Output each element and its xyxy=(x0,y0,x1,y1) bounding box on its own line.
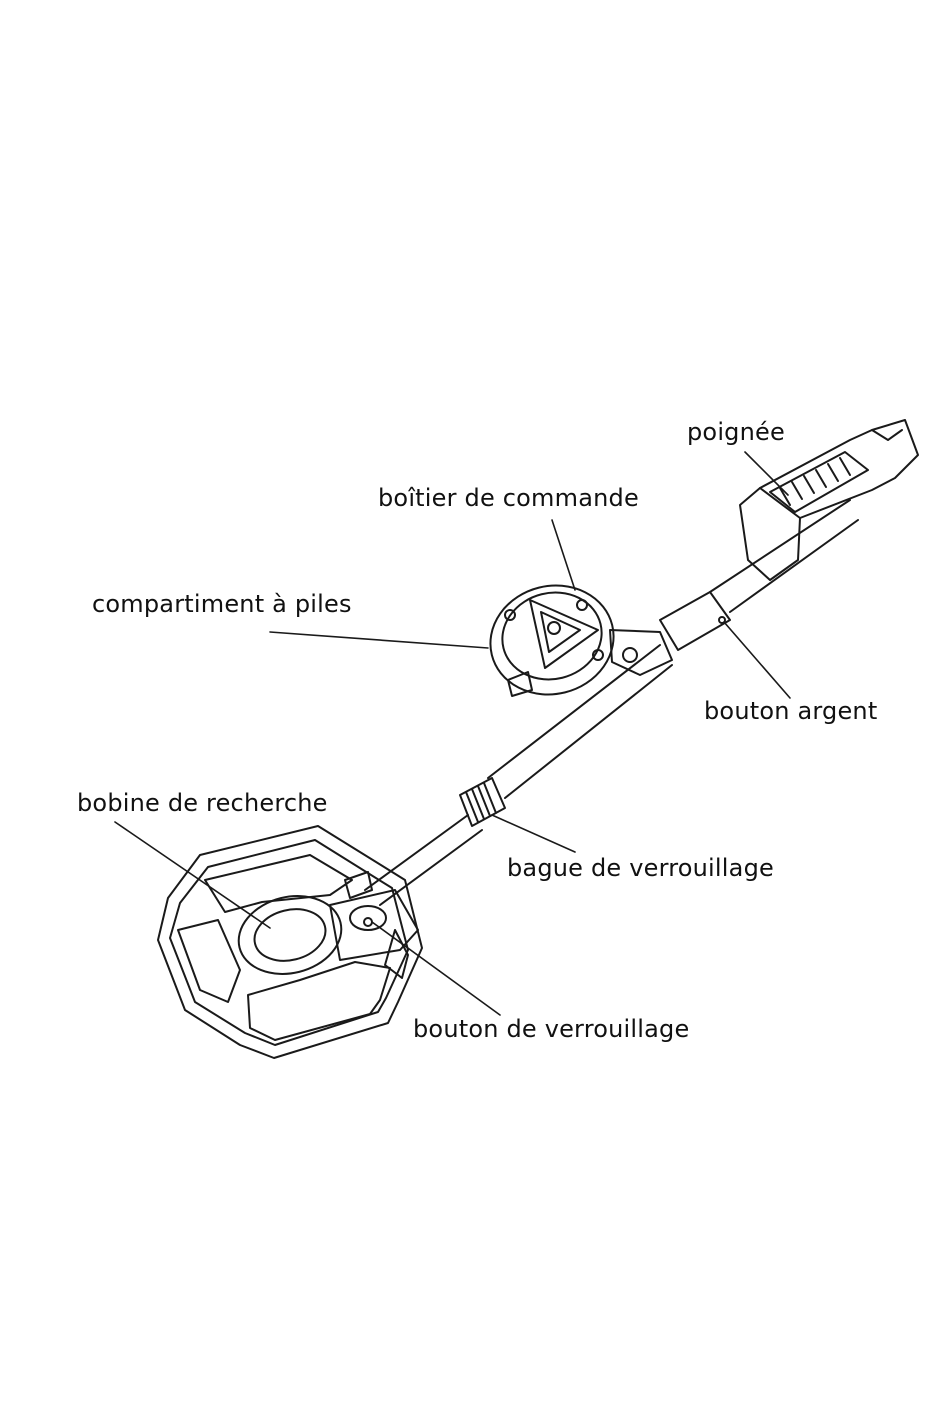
leader-silver-button xyxy=(724,622,790,698)
leader-control-box xyxy=(552,520,575,590)
upper-shaft xyxy=(660,500,858,650)
label-battery-compartment: compartiment à piles xyxy=(92,590,352,618)
control-box-body xyxy=(479,573,625,708)
search-coil-plate xyxy=(158,826,422,1058)
label-search-coil: bobine de recherche xyxy=(77,789,328,817)
label-locking-ring: bague de verrouillage xyxy=(507,854,774,882)
leader-battery xyxy=(270,632,488,648)
locking-ring-body xyxy=(460,778,505,826)
label-silver-button: bouton argent xyxy=(704,697,877,725)
lower-shaft xyxy=(365,815,482,905)
label-locking-button: bouton de verrouillage xyxy=(413,1015,689,1043)
label-handle: poignée xyxy=(687,418,785,446)
label-control-box: boîtier de commande xyxy=(378,484,639,512)
leader-coil xyxy=(115,822,270,928)
leader-lines xyxy=(115,452,790,1015)
leader-handle xyxy=(745,452,788,495)
leader-locking-ring xyxy=(492,815,575,852)
control-box-mount xyxy=(610,630,672,675)
